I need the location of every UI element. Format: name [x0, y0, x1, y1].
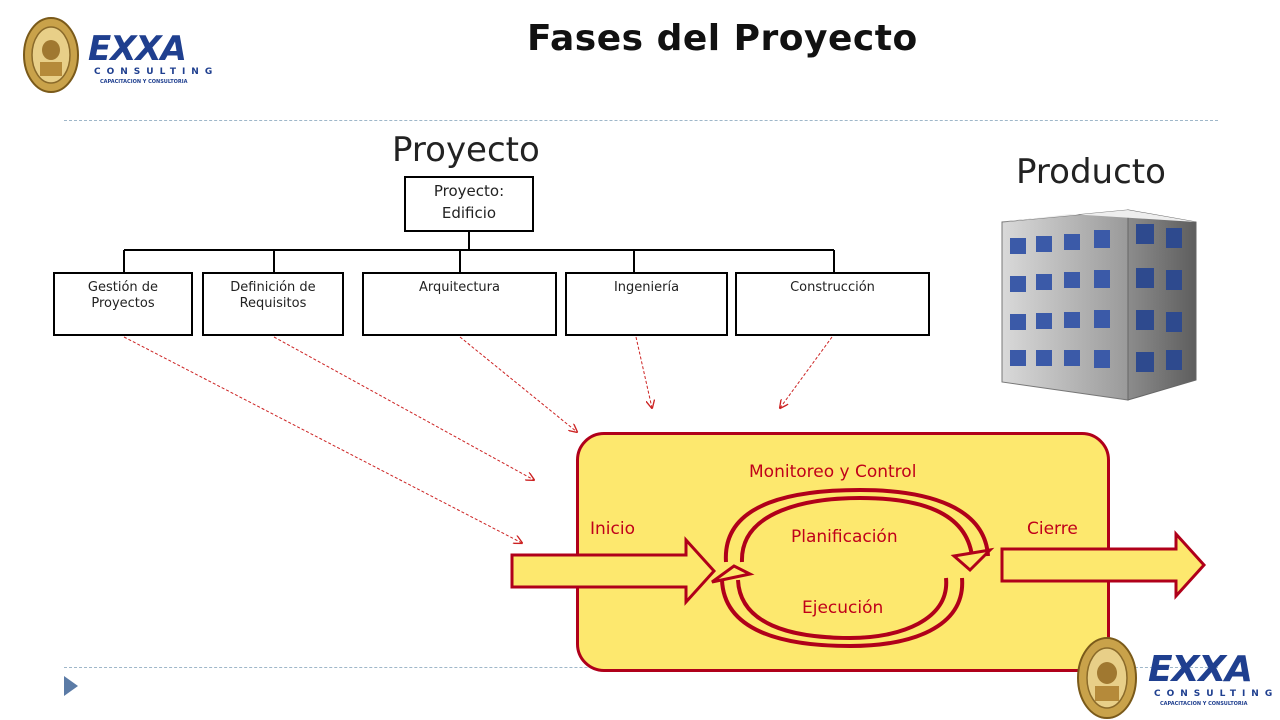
- slide-title: Fases del Proyecto: [527, 18, 918, 59]
- wbs-child-line1: Construcción: [790, 280, 875, 295]
- university-seal-icon: [1077, 637, 1137, 719]
- wbs-child-ingenieria: Ingeniería: [565, 272, 728, 336]
- wbs-child-line2: Requisitos: [239, 296, 307, 311]
- wbs-child-arquitectura: Arquitectura: [362, 272, 557, 336]
- brand-logo: EXXA CONSULTING CAPACITACION Y CONSULTOR…: [88, 32, 218, 86]
- wbs-root-box: Proyecto: Edificio: [404, 176, 534, 232]
- wbs-root-line2: Edificio: [441, 204, 497, 222]
- top-logo: EXXA CONSULTING CAPACITACION Y CONSULTOR…: [22, 16, 212, 94]
- wbs-child-construccion: Construcción: [735, 272, 930, 336]
- top-divider: [64, 120, 1218, 121]
- dashed-arrow-arquitectura: [459, 336, 577, 432]
- wbs-child-line1: Arquitectura: [418, 280, 500, 295]
- brand-name: EXXA: [1148, 649, 1253, 690]
- wbs-child-gestion: Gestión de Proyectos: [53, 272, 193, 336]
- close-label: Cierre: [1027, 519, 1078, 539]
- brand-sub2: CAPACITACION Y CONSULTORIA: [1160, 701, 1248, 707]
- execution-label: Ejecución: [802, 598, 884, 618]
- brand-sub1: CONSULTING: [1154, 689, 1279, 699]
- start-label: Inicio: [590, 519, 635, 539]
- bottom-logo: EXXA CONSULTING CAPACITACION Y CONSULTOR…: [1076, 636, 1278, 720]
- wbs-child-line1: Gestión de: [87, 280, 159, 295]
- wbs-root-line1: Proyecto:: [433, 182, 505, 200]
- dashed-arrow-ingenieria: [635, 336, 652, 408]
- monitoring-label: Monitoreo y Control: [749, 462, 917, 482]
- brand-sub2: CAPACITACION Y CONSULTORIA: [100, 79, 188, 85]
- project-label: Proyecto: [392, 130, 540, 170]
- wbs-child-line2: Proyectos: [91, 296, 155, 311]
- plan-execute-cycle: [720, 487, 990, 649]
- planning-label: Planificación: [791, 527, 898, 547]
- brand-sub1: CONSULTING: [94, 67, 219, 77]
- wbs-child-line1: Ingeniería: [613, 280, 680, 295]
- close-arrow: [1000, 530, 1207, 600]
- university-seal-icon: [23, 17, 79, 93]
- wbs-child-line1: Definición de: [230, 280, 316, 295]
- start-arrow: [510, 536, 717, 606]
- wbs-child-definicion: Definición de Requisitos: [202, 272, 344, 336]
- dashed-arrow-definicion: [273, 336, 534, 480]
- product-label: Producto: [1016, 152, 1166, 192]
- brand-name: EXXA: [88, 29, 187, 69]
- brand-logo: EXXA CONSULTING CAPACITACION Y CONSULTOR…: [1148, 652, 1278, 708]
